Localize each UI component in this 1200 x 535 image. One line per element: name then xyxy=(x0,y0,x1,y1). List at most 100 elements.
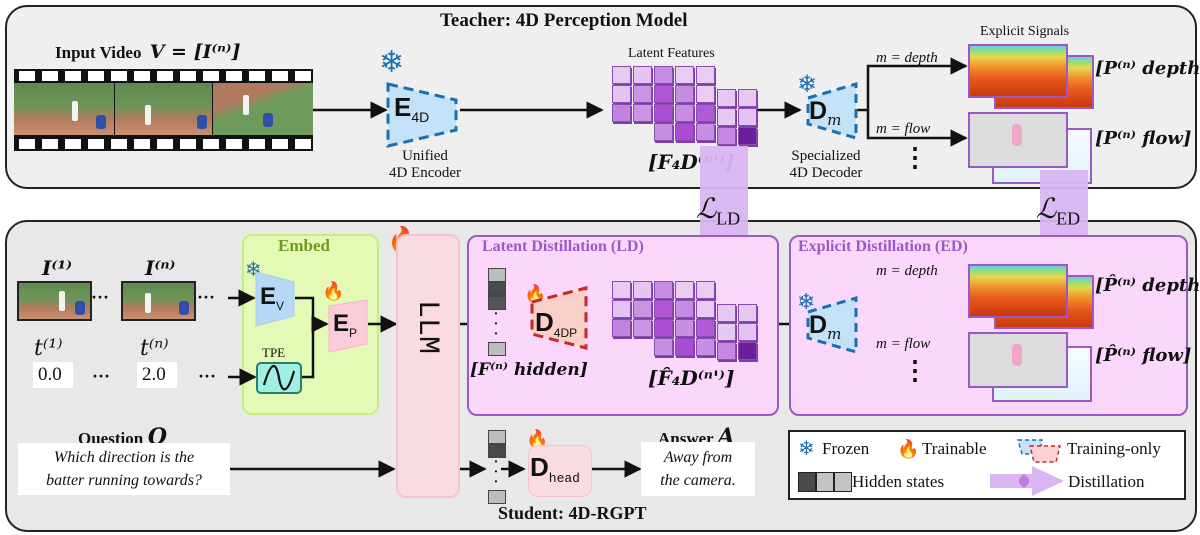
time-n-value-box xyxy=(137,362,177,388)
branch-flow-label: m = flow xyxy=(876,121,931,137)
latent-feature-cell xyxy=(717,304,736,322)
latent-feature-cell xyxy=(717,108,736,126)
film-hole xyxy=(295,139,311,149)
latent-feature-cell xyxy=(633,300,652,318)
d4dp-label: D4DP xyxy=(535,307,578,341)
latent-feature-cell xyxy=(654,85,673,103)
explicit-distillation-title: Explicit Distillation (ED) xyxy=(798,238,968,255)
film-hole xyxy=(203,139,219,149)
latent-feature-cell xyxy=(696,104,715,122)
fire-icon: 🔥 xyxy=(322,281,345,301)
film-hole xyxy=(19,71,35,81)
decoder-caption: Specialized 4D Decoder xyxy=(789,148,863,181)
film-hole xyxy=(226,71,242,81)
legend-hidden-states-label: Hidden states xyxy=(852,472,945,491)
latent-feature-cell xyxy=(696,123,715,141)
latent-feature-cell xyxy=(633,104,652,122)
legend-trainable-icon: 🔥 xyxy=(897,439,920,459)
legend-hidden-states-icon xyxy=(798,472,852,497)
frame-n-label: I⁽ⁿ⁾ xyxy=(145,256,176,280)
film-hole xyxy=(157,139,173,149)
frame-first-label: I⁽¹⁾ xyxy=(42,256,73,280)
latent-feature-cell xyxy=(738,304,757,322)
loss-ld: ℒLD xyxy=(696,192,741,229)
frame-dots-2: ··· xyxy=(197,287,216,307)
teacher-flow-output: [P⁽ⁿ⁾ flow] xyxy=(1095,128,1192,149)
latent-feature-cell xyxy=(675,85,694,103)
latent-feature-cell xyxy=(654,300,673,318)
latent-feature-cell xyxy=(654,123,673,141)
hidden-state-stack: ··· xyxy=(488,268,506,356)
pred-flow-map-front xyxy=(968,332,1068,388)
latent-features-grid xyxy=(612,66,757,146)
latent-feature-cell xyxy=(675,300,694,318)
time-n-value: 2.0 xyxy=(142,364,166,385)
video-frame-3 xyxy=(213,83,313,135)
encoder-caption: Unified 4D Encoder xyxy=(388,148,462,181)
vision-encoder-label: EV xyxy=(260,283,285,313)
latent-feature-cell xyxy=(654,104,673,122)
llm-block xyxy=(396,234,460,498)
legend-frozen-label: Frozen xyxy=(822,439,870,458)
film-hole xyxy=(272,139,288,149)
teacher-title: Teacher: 4D Perception Model xyxy=(440,10,688,31)
film-hole xyxy=(111,71,127,81)
legend-training-only-label: Training-only xyxy=(1067,439,1161,458)
latent-feature-cell xyxy=(738,89,757,107)
time-first-value-box xyxy=(33,362,73,388)
embed-title: Embed xyxy=(278,236,330,255)
latent-feature-cell xyxy=(633,85,652,103)
d4dp-shape xyxy=(530,286,588,350)
student-decoder-dm-shape xyxy=(806,296,858,354)
latent-feature-cell xyxy=(633,319,652,337)
hidden-features-math: [F⁽ⁿ⁾ hidden] xyxy=(470,360,588,380)
question-box xyxy=(18,443,230,495)
legend xyxy=(788,430,1186,500)
answer-text: Away from the camera. xyxy=(660,449,736,489)
film-hole xyxy=(134,139,150,149)
time-dots-2: ··· xyxy=(198,366,217,386)
student-decoder-dm-label: Dm xyxy=(809,311,842,343)
depth-map-front xyxy=(968,44,1068,98)
ed-branch-depth-label: m = depth xyxy=(876,263,938,279)
latent-feature-cell xyxy=(612,104,631,122)
time-first-value: 0.0 xyxy=(38,364,62,385)
head-label: Dhead xyxy=(530,452,580,487)
student-frame-first xyxy=(17,281,92,321)
teacher-depth-output: [P⁽ⁿ⁾ depth] xyxy=(1095,58,1200,79)
latent-feature-cell xyxy=(738,323,757,341)
film-hole xyxy=(226,139,242,149)
latent-feature-cell xyxy=(654,338,673,356)
legend-distillation-label: Distillation xyxy=(1068,472,1145,491)
film-hole xyxy=(65,139,81,149)
film-hole xyxy=(88,71,104,81)
encoder-e4d-label: E4D xyxy=(394,92,430,126)
pred-depth-output: [P̂⁽ⁿ⁾ depth] xyxy=(1095,275,1200,296)
film-hole xyxy=(249,139,265,149)
film-hole xyxy=(111,139,127,149)
ed-branch-flow-label: m = flow xyxy=(876,336,931,352)
film-hole xyxy=(295,71,311,81)
sine-wave-icon xyxy=(262,365,296,391)
tpe-block xyxy=(256,362,302,394)
snowflake-icon: ❄ xyxy=(379,46,405,79)
tpe-label: TPE xyxy=(262,345,286,360)
latent-feature-cell xyxy=(738,127,757,145)
input-video-math: V = [I⁽ⁿ⁾] xyxy=(149,41,241,63)
film-hole xyxy=(65,71,81,81)
ed-branch-ellipsis: ⋮ xyxy=(902,356,928,385)
film-hole xyxy=(134,71,150,81)
branch-depth-label: m = depth xyxy=(876,50,938,66)
film-hole xyxy=(19,139,35,149)
latent-feature-cell xyxy=(717,89,736,107)
latent-feature-cell xyxy=(654,66,673,84)
film-hole xyxy=(272,71,288,81)
video-frame-2 xyxy=(115,83,212,135)
branch-ellipsis: ⋮ xyxy=(902,143,928,172)
latent-feature-cell xyxy=(696,300,715,318)
snowflake-icon: ❄ xyxy=(797,72,818,98)
latent-feature-cell xyxy=(696,319,715,337)
latent-feature-cell xyxy=(696,85,715,103)
latent-feature-cell xyxy=(696,338,715,356)
